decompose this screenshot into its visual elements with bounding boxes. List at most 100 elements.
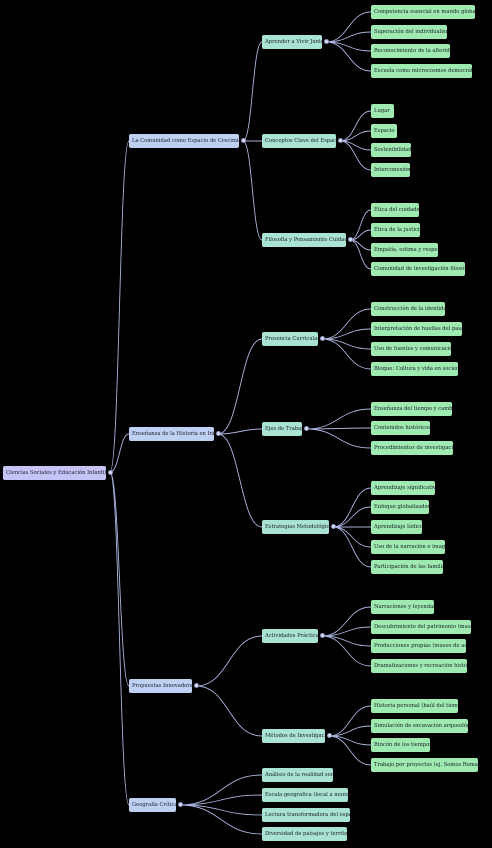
connector-line [109,433,130,473]
toggle-dot[interactable] [348,237,353,242]
leaf-significativo[interactable]: Aprendizaje significativo [371,481,435,495]
connector-line [325,11,372,43]
connector-line [321,338,372,370]
leaf-empatia[interactable]: Empatía, estima y respeto [371,243,438,257]
connector-line [332,526,372,548]
leaf-interconexion[interactable]: Interconexión [371,163,410,177]
branch-comunidad[interactable]: La Comunidad como Espacio de Crecimiento [129,134,239,148]
leaf-competencia[interactable]: Competencia esencial en mundo globalizad… [371,5,475,19]
connector-line [332,526,372,568]
topic-escala[interactable]: Escala geográfica (local a mundial) [262,788,348,802]
topic-lectura[interactable]: Lectura transformadora del espacio [262,808,350,822]
connector-line [339,130,372,142]
leaf-tiempo-cambio[interactable]: Enseñanza del tiempo y cambio [371,402,452,416]
connector-line [179,804,263,835]
connector-line [195,635,263,687]
toggle-dot[interactable] [331,524,336,529]
connector-line [328,705,372,737]
toggle-dot[interactable] [108,470,113,475]
leaf-fuentes[interactable]: Uso de fuentes y comunicación [371,342,451,356]
connector-line [339,140,372,171]
leaf-proyectos[interactable]: Trabajo por proyectos (ej. Somos Romanos… [371,758,478,772]
connector-line [332,506,372,528]
leaf-superacion[interactable]: Superación del individualismo [371,25,447,39]
connector-line [217,338,263,435]
connector-line [349,239,372,270]
connector-line [109,471,130,806]
connector-line [195,685,263,737]
connector-line [321,635,372,667]
connector-line [109,471,130,687]
leaf-escuela[interactable]: Escuela como microcosmos democrático [371,64,472,78]
leaf-ludico[interactable]: Aprendizaje lúdico [371,520,422,534]
toggle-dot[interactable] [338,138,343,143]
connector-line [325,41,372,72]
connector-line [109,140,130,473]
toggle-dot[interactable] [216,431,221,436]
leaf-globalizador[interactable]: Enfoque globalizador [371,500,429,514]
connector-line [325,31,372,43]
connector-line [179,774,263,806]
toggle-dot[interactable] [241,138,246,143]
connector-line [321,626,372,637]
branch-geografia[interactable]: Geografía Crítica [129,798,176,812]
root-node[interactable]: Ciencias Sociales y Educación Infantil (… [3,466,106,480]
leaf-espacio[interactable]: Espacio [371,124,397,138]
leaf-contenidos[interactable]: Contenidos históricos [371,421,430,435]
connector-line [305,428,372,449]
toggle-dot[interactable] [320,633,325,638]
connector-line [242,41,263,142]
branch-propuestas[interactable]: Propuestas Innovadoras [129,679,192,693]
leaf-sostenibilidad[interactable]: Sostenibilidad [371,143,411,157]
leaf-historia-personal[interactable]: Historia personal (baúl del tiempo) [371,699,458,713]
leaf-alteridad[interactable]: Reconocimiento de la alteridad [371,44,450,58]
connector-line [305,408,372,430]
topic-aprender[interactable]: Aprender a Vivir Juntos [262,35,322,49]
toggle-dot[interactable] [320,336,325,341]
connector-line [217,428,263,435]
connector-line [328,725,372,737]
topic-actividades[interactable]: Actividades Prácticas [262,629,318,643]
leaf-rincon[interactable]: Rincón de los tiempos [371,738,430,752]
leaf-etica-cuidado[interactable]: Ética del cuidado [371,203,419,217]
topic-estrategias[interactable]: Estrategias Metodológicas [262,520,329,534]
leaf-identidad[interactable]: Construcción de la identidad [371,302,445,316]
leaf-narraciones[interactable]: Narraciones y leyendas [371,600,434,614]
leaf-familias[interactable]: Participación de las familias [371,560,443,574]
connector-line [305,427,372,430]
leaf-narracion[interactable]: Uso de la narración e imagen [371,540,445,554]
toggle-dot[interactable] [304,426,309,431]
connector-line [321,606,372,637]
toggle-dot[interactable] [178,802,183,807]
leaf-lugar[interactable]: Lugar [371,104,394,118]
topic-analisis[interactable]: Análisis de la realidad social [262,768,333,782]
leaf-bloque[interactable]: Bloque: Cultura y vida en sociedad [371,362,458,376]
toggle-dot[interactable] [194,683,199,688]
topic-filosofia[interactable]: Filosofía y Pensamiento Cuidadoso [262,233,346,247]
toggle-dot[interactable] [324,39,329,44]
topic-presencia[interactable]: Presencia Curricular [262,332,318,346]
leaf-procedimientos[interactable]: Procedimientos de investigación [371,441,453,455]
connector-line [339,110,372,142]
connector-line [242,140,263,241]
connector-line [321,308,372,340]
topic-conceptos[interactable]: Conceptos Clave del Espacio [262,134,336,148]
leaf-excavacion[interactable]: Simulación de excavación arqueológica [371,719,468,733]
leaf-huellas[interactable]: Interpretación de huellas del pasado [371,322,462,336]
branch-historia[interactable]: Enseñanza de la Historia en Infantil [129,427,214,441]
leaf-dramatizaciones[interactable]: Dramatizaciones y recreación histórica [371,659,467,673]
connector-line [217,433,263,528]
topic-metodos[interactable]: Métodos de Investigación [262,729,325,743]
topic-ejes[interactable]: Ejes de Trabajo [262,422,302,436]
leaf-comunidad-investigacion[interactable]: Comunidad de investigación filosófica [371,262,465,276]
toggle-dot[interactable] [327,733,332,738]
topic-diversidad[interactable]: Diversidad de paisajes y territorios [262,827,347,841]
leaf-patrimonio[interactable]: Descubrimiento del patrimonio (museos) [371,620,471,634]
connector-line [332,487,372,528]
connector-line [321,328,372,340]
connector-line [179,794,263,806]
leaf-etica-justicia[interactable]: Ética de la justicia [371,223,420,237]
leaf-producciones[interactable]: Producciones propias (museo de aula) [371,639,466,653]
